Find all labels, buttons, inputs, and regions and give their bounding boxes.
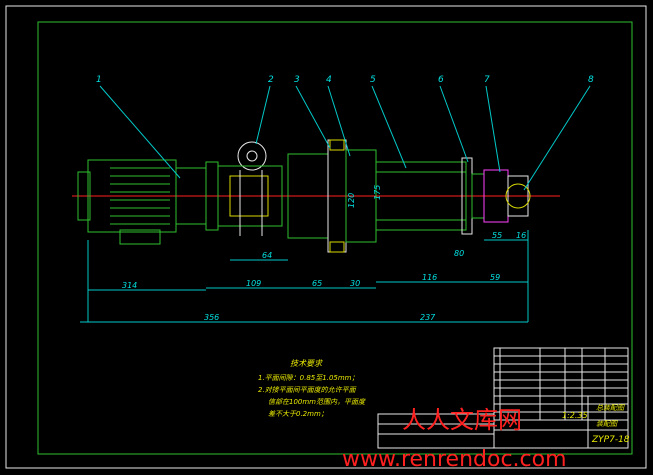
- dim-109: 109: [246, 279, 261, 288]
- part-label-2: 2: [268, 75, 274, 85]
- inner-frame: [37, 21, 633, 455]
- dim-59: 59: [490, 273, 500, 282]
- part-label-8: 8: [588, 75, 594, 85]
- watermark-url: www.renrendoc.com: [342, 447, 567, 472]
- dim-237: 237: [420, 313, 436, 322]
- dim-120: 120: [347, 193, 356, 208]
- title-block-name1: 总装配图: [596, 404, 625, 412]
- notes-line3: 信部在100mm范围内，平面度: [268, 398, 366, 406]
- dim-65: 65: [312, 279, 322, 288]
- motor: [77, 159, 219, 245]
- dimension-lines: [80, 230, 529, 323]
- notes-title: 技术要求: [290, 359, 323, 368]
- notes-line1: 1.平面间隙：0.85至1.05mm；: [258, 374, 359, 382]
- dim-80: 80: [454, 249, 464, 258]
- part-label-1: 1: [96, 75, 102, 85]
- dim-16: 16: [516, 231, 526, 240]
- bearing-end: [471, 169, 531, 223]
- dim-30: 30: [350, 279, 360, 288]
- notes-line4: 差不大于0.2mm；: [268, 410, 328, 418]
- dim-116: 116: [422, 273, 437, 282]
- part-label-5: 5: [370, 75, 376, 85]
- leader-lines: [99, 85, 591, 191]
- outer-frame: [5, 5, 647, 469]
- title-block: [377, 347, 629, 449]
- title-block-scale: 1:2.35: [562, 411, 588, 420]
- title-block-name2: 装配图: [596, 420, 618, 428]
- dim-55: 55: [492, 231, 502, 240]
- gearbox: [217, 139, 347, 253]
- part-label-3: 3: [294, 75, 300, 85]
- title-block-drawing-no: ZYP7-18: [591, 435, 630, 445]
- dim-356: 356: [204, 313, 219, 322]
- dim-314: 314: [122, 281, 137, 290]
- notes-line2: 2.对接平面间平面度的允许平面: [258, 386, 357, 394]
- part-label-7: 7: [484, 75, 490, 85]
- dim-175: 175: [373, 185, 382, 200]
- watermark-cn: 人人文库网: [402, 406, 522, 434]
- part-label-4: 4: [326, 75, 332, 85]
- part-label-6: 6: [438, 75, 444, 85]
- dim-64: 64: [262, 251, 272, 260]
